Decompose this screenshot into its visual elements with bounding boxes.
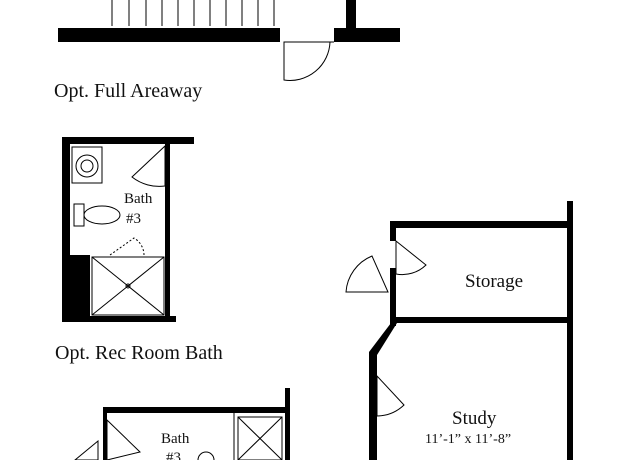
opt-full-areaway-label: Opt. Full Areaway	[54, 80, 202, 102]
stairs	[111, 0, 275, 26]
sink-icon	[71, 146, 103, 184]
lower-bath-name: Bath	[161, 431, 190, 447]
bath3-door[interactable]	[131, 144, 166, 187]
rec-room-bath: Bath #3	[62, 137, 194, 322]
lower-bath-number: #3	[166, 450, 181, 460]
lower-bath-door[interactable]	[74, 418, 141, 460]
areaway-wall-left	[58, 28, 280, 42]
study-room: Study 11’-1” x 11’-8”	[369, 323, 573, 460]
study-door[interactable]	[376, 374, 405, 417]
areaway-door[interactable]	[283, 41, 334, 81]
study-label: Study	[452, 408, 497, 429]
bath3-name: Bath	[124, 191, 153, 207]
storage-outer-door[interactable]	[345, 255, 389, 293]
storage-door[interactable]	[395, 239, 427, 276]
study-dimensions: 11’-1” x 11’-8”	[425, 432, 511, 447]
areaway-post	[346, 0, 356, 28]
bath3-number: #3	[126, 211, 141, 227]
areaway-wall-right	[334, 28, 400, 42]
toilet-icon	[73, 203, 121, 227]
shower-icon	[91, 237, 165, 316]
lower-shower-icon	[237, 416, 283, 460]
lower-bath: Bath #3	[74, 388, 290, 460]
storage-label: Storage	[465, 271, 523, 292]
storage-room: Storage	[345, 201, 573, 326]
opt-rec-room-bath-label: Opt. Rec Room Bath	[55, 342, 223, 364]
